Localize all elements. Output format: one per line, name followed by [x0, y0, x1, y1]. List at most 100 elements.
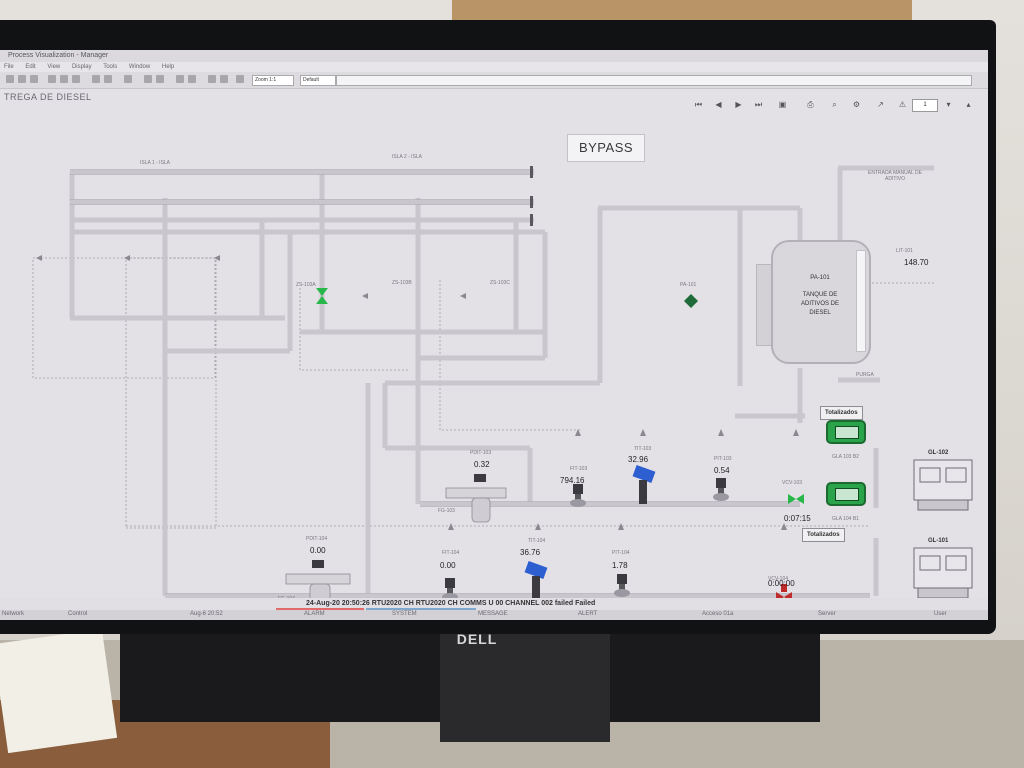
zs-tag-a: ZS-103A	[296, 282, 316, 288]
back-icon[interactable]	[176, 75, 184, 83]
taskbar-message[interactable]: MESSAGE	[478, 611, 508, 617]
tit-104-tag: TIT-104	[528, 538, 546, 544]
flow-arrows	[36, 255, 799, 530]
valve-green-icon[interactable]	[316, 288, 328, 304]
toolbar: Zoom 1:1 Default	[0, 72, 988, 89]
header-tag-1: ISLA 1 - ISLA	[140, 160, 171, 166]
forward-icon[interactable]	[188, 75, 196, 83]
meter-104-tag: GLA 104 B1	[832, 516, 859, 522]
cardboard-box	[452, 0, 912, 22]
tank-pa101[interactable]	[771, 240, 871, 364]
totalizer-meter-104[interactable]	[826, 482, 866, 506]
taskbar-access[interactable]: Acceso 01a	[702, 611, 734, 617]
header-pipes	[70, 165, 934, 598]
undo-icon[interactable]	[92, 75, 100, 83]
alarm-banner[interactable]: 24-Aug-20 20:50:26 RTU2020 CH RTU2020 CH…	[0, 598, 988, 610]
search-icon[interactable]: ⌕	[832, 100, 837, 109]
bypass-button[interactable]: BYPASS	[567, 134, 645, 162]
print-page-icon[interactable]: ⎙	[807, 100, 814, 109]
level-value: 148.70	[904, 258, 929, 267]
menu-window[interactable]: Window	[128, 64, 151, 70]
menu-tools[interactable]: Tools	[103, 64, 118, 70]
fit-104-value: 0.00	[440, 561, 456, 570]
home-icon[interactable]	[208, 75, 216, 83]
fit-103-tag: FIT-103	[570, 466, 588, 472]
menu-view[interactable]: View	[47, 64, 61, 70]
page-up-icon[interactable]: ▴	[966, 100, 971, 109]
filter-fg104-icon[interactable]	[285, 560, 351, 598]
page-number-input[interactable]: 1	[912, 99, 938, 112]
paste-icon[interactable]	[72, 75, 80, 83]
screen: Process Visualization - Manager File Edi…	[0, 50, 988, 620]
zoom-out-icon[interactable]	[156, 75, 164, 83]
monitor-stand-neck	[440, 632, 610, 742]
tit-103-value: 32.96	[628, 455, 649, 464]
filter-fg103-icon[interactable]	[445, 474, 507, 523]
tit-103-icon[interactable]	[632, 464, 656, 504]
taskbar-user[interactable]: User	[934, 611, 947, 617]
alarm-blue-bar	[366, 608, 476, 610]
trend-icon[interactable]: ↗	[877, 100, 884, 109]
fit-104-icon[interactable]	[442, 578, 458, 598]
prev-page-icon[interactable]: ◀	[715, 100, 722, 109]
lock-icon[interactable]: ▣	[778, 100, 787, 109]
pa-diamond-icon[interactable]	[684, 294, 698, 308]
refresh-icon[interactable]	[220, 75, 228, 83]
page-down-icon[interactable]: ▾	[946, 100, 951, 109]
pit-104-tag: PIT-104	[612, 550, 630, 556]
taskbar-alarm[interactable]: ALARM	[304, 611, 325, 617]
truck-gl101-icon	[913, 547, 973, 598]
next-page-icon[interactable]: ▶	[735, 100, 742, 109]
pdit-103-value: 0.32	[474, 460, 490, 469]
valve-vcv104-icon[interactable]	[776, 584, 792, 598]
pdit-103-tag: PDIT-103	[470, 450, 492, 456]
first-page-icon[interactable]: ⏮	[694, 100, 703, 109]
truck-gl101-label: GL-101	[928, 538, 949, 544]
zoom-field[interactable]: Zoom 1:1	[252, 75, 294, 86]
command-field[interactable]	[336, 75, 972, 86]
menu-display[interactable]: Display	[71, 64, 92, 70]
new-icon[interactable]	[6, 75, 14, 83]
taskbar-alert[interactable]: ALERT	[578, 611, 598, 617]
pit-104-icon[interactable]	[614, 574, 630, 597]
open-icon[interactable]	[18, 75, 26, 83]
window-title: Process Visualization - Manager	[8, 52, 109, 59]
taskbar-network[interactable]: Network	[2, 611, 25, 617]
monitor: DELL Process Visualization - Manager Fil…	[0, 20, 996, 647]
menu-help[interactable]: Help	[161, 64, 175, 70]
cut-icon[interactable]	[48, 75, 56, 83]
save-icon[interactable]	[30, 75, 38, 83]
taskbar-system[interactable]: SYSTEM	[392, 611, 417, 617]
valve-vcv103-icon[interactable]	[788, 494, 804, 504]
tank-name-line-2: ADITIVOS DE	[800, 301, 839, 307]
view-field[interactable]: Default	[300, 75, 336, 86]
redo-icon[interactable]	[104, 75, 112, 83]
taskbar: Network Control Aug-6 20:52 ALARM SYSTEM…	[0, 610, 988, 620]
totalizer-button-1[interactable]: Totalizados	[820, 406, 863, 420]
totalizer-button-2[interactable]: Totalizados	[802, 528, 845, 542]
pit-103-tag: PIT-103	[714, 456, 732, 462]
pit-103-icon[interactable]	[713, 478, 729, 501]
totalizer-meter-103[interactable]	[826, 420, 866, 444]
fit-103-value: 794.16	[560, 476, 585, 485]
pit-103-value: 0.54	[714, 466, 730, 475]
last-page-icon[interactable]: ⏭	[754, 100, 763, 109]
purga-label: PURGA	[856, 372, 874, 378]
alarm-icon[interactable]: ⚠	[898, 100, 907, 109]
gear-icon[interactable]: ⚙	[852, 100, 861, 109]
tank-label: PA-101 TANQUE DE ADITIVOS DE DIESEL	[780, 274, 860, 318]
menu-edit[interactable]: Edit	[25, 64, 36, 70]
copy-icon[interactable]	[60, 75, 68, 83]
tit-103-tag: TIT-103	[634, 446, 652, 452]
help-icon[interactable]	[236, 75, 244, 83]
window-titlebar: Process Visualization - Manager	[0, 50, 988, 62]
taskbar-control[interactable]: Control	[68, 611, 88, 617]
tit-104-icon[interactable]	[524, 560, 548, 598]
menu-file[interactable]: File	[4, 64, 14, 70]
taskbar-server[interactable]: Server	[818, 611, 836, 617]
vcv-103-tag: VCV-103	[782, 480, 803, 486]
zoom-in-icon[interactable]	[144, 75, 152, 83]
fit-103-icon[interactable]	[570, 484, 586, 507]
print-icon[interactable]	[124, 75, 132, 83]
pdit-104-value: 0.00	[310, 546, 326, 555]
